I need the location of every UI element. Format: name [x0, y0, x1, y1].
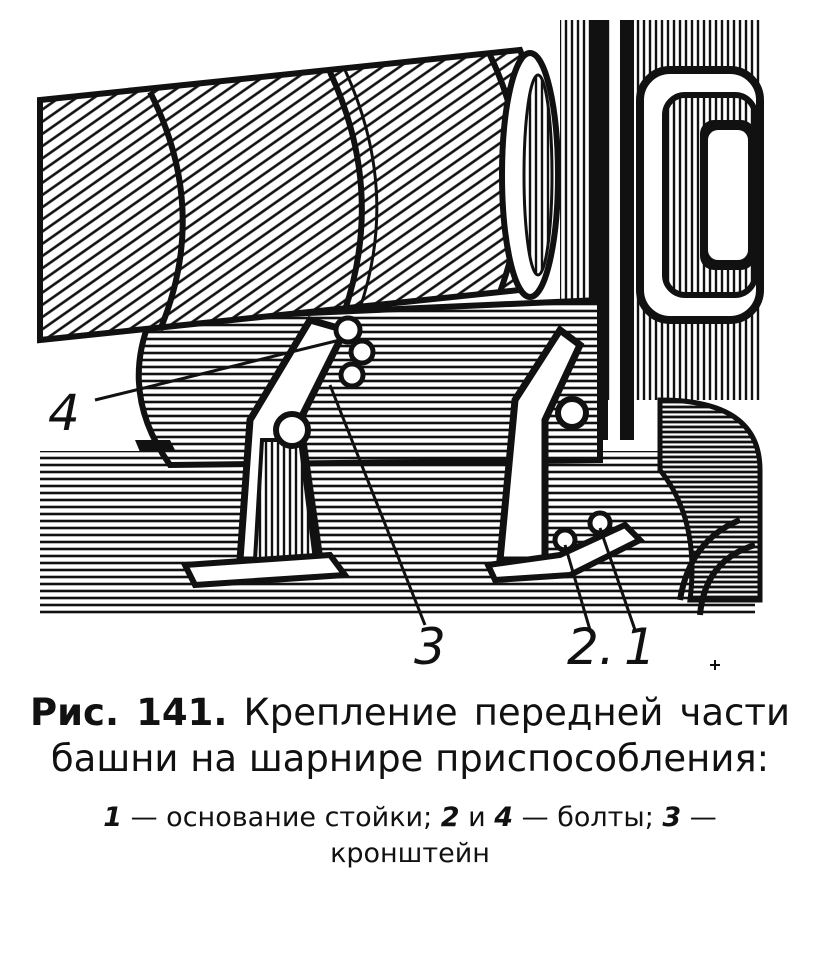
legend-text-1: — основание стойки;	[122, 802, 441, 833]
callout-4: 4	[48, 384, 80, 442]
caption-legend: 1 — основание стойки; 2 и 4 — бол­ты; 3 …	[30, 800, 790, 872]
gun-barrel	[37, 46, 548, 344]
callout-2: 2.	[567, 618, 615, 676]
figure-caption: Рис. 141. Крепление передней части башни…	[30, 690, 790, 872]
callout-1: 1	[624, 618, 656, 676]
legend-text-3: — кронштейн	[330, 802, 717, 869]
callout-3: 3	[414, 618, 446, 676]
legend-num-3: 3	[662, 802, 682, 833]
turret-mount-illustration	[37, 20, 764, 670]
legend-num-4: 4	[494, 802, 514, 833]
bolt-4-a	[333, 315, 363, 345]
legend-text-2: и	[459, 802, 495, 833]
caption-title-text: Крепление передней части башни на шарнир…	[50, 691, 790, 780]
legend-text-4: — бол­ты;	[513, 802, 663, 833]
legend-num-1: 1	[103, 802, 123, 833]
figure-number: Рис. 141.	[30, 691, 228, 734]
legend-num-2: 2	[440, 802, 460, 833]
floor-hatching	[40, 445, 755, 615]
stand-base-1	[483, 521, 646, 584]
caption-title: Рис. 141. Крепление передней части башни…	[30, 690, 790, 782]
